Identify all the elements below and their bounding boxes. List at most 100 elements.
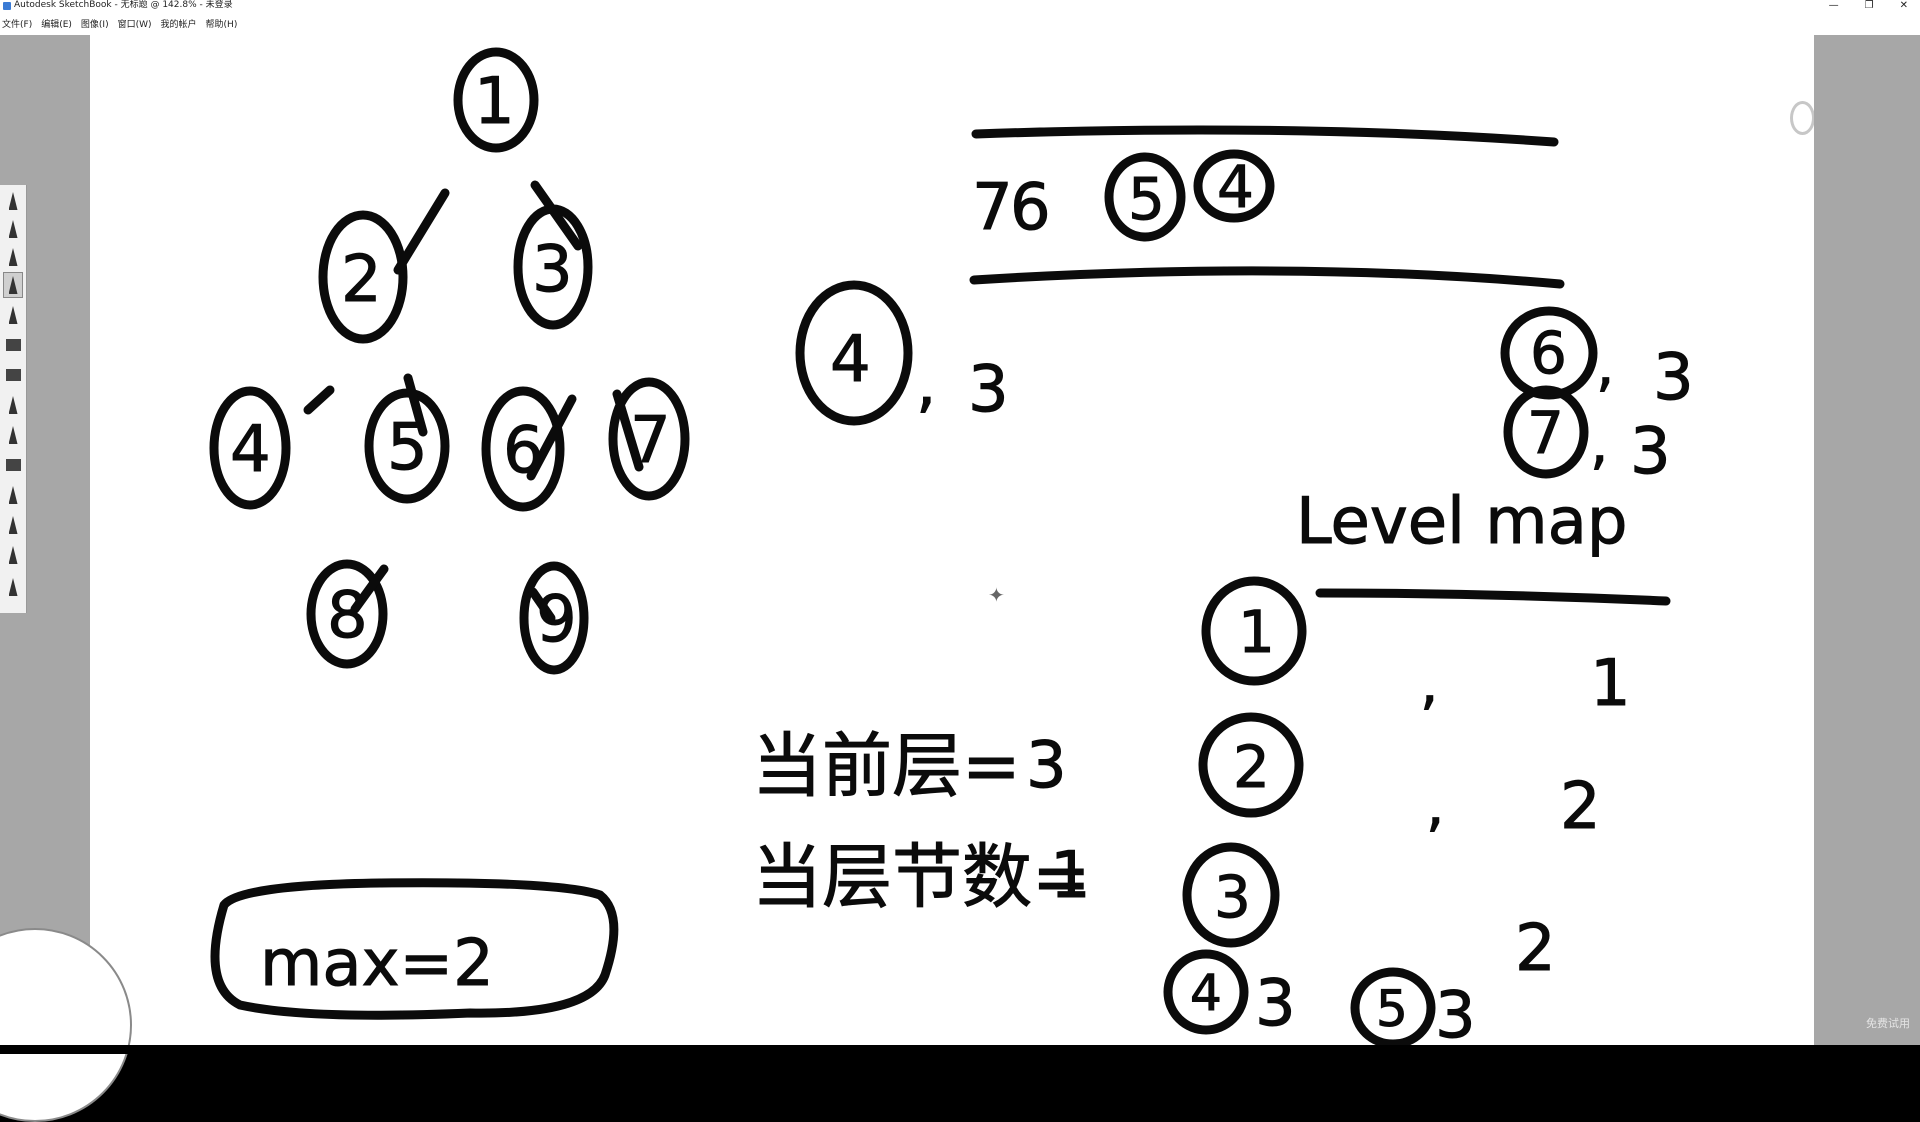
level-value-3: 2 xyxy=(1515,912,1556,986)
close-button[interactable]: ✕ xyxy=(1899,0,1908,11)
brush-tool-10[interactable] xyxy=(4,453,22,477)
level-circle-2 xyxy=(1198,712,1304,818)
node-circle-4 xyxy=(209,386,291,510)
brush-tool-13[interactable] xyxy=(4,543,22,567)
menu-account[interactable]: 我的帐户 xyxy=(160,20,197,30)
menu-help[interactable]: 帮助(H) xyxy=(205,20,238,30)
brush-tool-14[interactable] xyxy=(4,575,22,599)
pencil-icon xyxy=(8,192,18,210)
queue-item-4: 4 xyxy=(1217,153,1254,221)
entry-value-7: 3 xyxy=(1630,415,1671,489)
level-node-5: 5 xyxy=(1376,980,1408,1038)
paintbrush-icon xyxy=(8,396,18,414)
edge-1-2 xyxy=(393,188,450,275)
menu-image[interactable]: 图像(I) xyxy=(80,20,109,30)
drawing-canvas[interactable]: 1 2 3 4 5 6 7 8 9 7 6 5 4 4 , 3 xyxy=(90,35,1850,1045)
eraser-icon xyxy=(5,339,21,351)
edge-6-9 xyxy=(528,587,556,623)
node-label-6: 6 xyxy=(503,414,544,488)
level-node-1: 1 xyxy=(1238,598,1275,666)
brush-tool-8[interactable] xyxy=(4,393,22,417)
edge-2-5 xyxy=(403,373,428,437)
smudge-icon xyxy=(8,578,18,596)
level-value-4: 3 xyxy=(1255,967,1296,1041)
max-outline xyxy=(210,878,619,1020)
entry-value-6: 3 xyxy=(1653,341,1694,415)
brush-toolbar xyxy=(0,185,27,613)
minimize-button[interactable]: — xyxy=(1828,0,1839,11)
queue-item-5: 5 xyxy=(1128,165,1165,233)
level-map-underline xyxy=(1315,588,1671,606)
brush-tool-9[interactable] xyxy=(4,423,22,447)
calligraphy-icon xyxy=(8,486,18,504)
window-title: Autodesk SketchBook - 无标题 @ 142.8% - 未登录 xyxy=(14,0,233,10)
menu-file[interactable]: 文件(F) xyxy=(2,20,33,30)
entry-circle-6 xyxy=(1500,306,1598,400)
edge-3-6 xyxy=(526,394,577,481)
level-value-1: 1 xyxy=(1590,647,1631,721)
queue-circle-5 xyxy=(1104,152,1186,242)
entry-4-3: 4 , 3 xyxy=(795,280,1009,428)
binary-tree: 1 2 3 4 5 6 7 8 9 xyxy=(209,47,690,675)
entry-node-6: 6 xyxy=(1530,319,1567,387)
node-circle-1 xyxy=(453,47,539,153)
sketchbook-icon xyxy=(3,2,11,10)
max-box: max=2 xyxy=(210,878,619,1020)
level-node-3: 3 xyxy=(1214,863,1251,931)
level-circle-3 xyxy=(1182,842,1280,948)
menu-window[interactable]: 窗口(W) xyxy=(117,20,152,30)
entry-sep-7: , xyxy=(1590,409,1608,477)
title-bar: Autodesk SketchBook - 无标题 @ 142.8% - 未登录… xyxy=(0,0,1920,11)
current-level-label: 当前层= xyxy=(752,725,1021,807)
entry-circle-4 xyxy=(795,280,913,426)
edge-2-4 xyxy=(303,385,335,415)
smear-icon xyxy=(5,459,21,471)
node-label-8: 8 xyxy=(327,579,368,653)
brush-tool-4[interactable] xyxy=(3,272,23,298)
node-circle-6 xyxy=(481,386,565,512)
restore-button[interactable]: ❐ xyxy=(1864,0,1874,11)
max-label: max=2 xyxy=(260,927,494,1001)
ink-pen-icon xyxy=(8,516,18,534)
node-label-3: 3 xyxy=(532,233,573,307)
brush-tool-1[interactable] xyxy=(4,189,22,213)
level-sep-1: , xyxy=(1420,649,1438,717)
brush-tool-2[interactable] xyxy=(4,217,22,241)
current-count-value: 1 xyxy=(1050,839,1091,913)
left-panel xyxy=(0,35,90,1045)
entry-circle-7 xyxy=(1503,385,1589,479)
brush-tool-11[interactable] xyxy=(4,483,22,507)
edge-3-7 xyxy=(612,389,644,472)
menu-bar: 文件(F) 编辑(E) 图像(I) 窗口(W) 我的帐户 帮助(H) xyxy=(0,11,1920,35)
brush-tool-7[interactable] xyxy=(4,363,22,387)
window-controls: — ❐ ✕ xyxy=(1829,0,1908,11)
brush-tool-3[interactable] xyxy=(4,245,22,269)
current-count-label: 当层节数= xyxy=(752,836,1091,918)
queue-item-6: 6 xyxy=(1010,171,1051,245)
airbrush-icon xyxy=(8,306,18,324)
right-entries: 6 , 3 7 , 3 xyxy=(1500,306,1694,490)
node-label-9: 9 xyxy=(536,583,577,657)
node-circle-9 xyxy=(519,561,589,675)
entry-sep: , xyxy=(916,347,936,421)
pen-icon xyxy=(8,220,18,238)
menu-edit[interactable]: 编辑(E) xyxy=(41,20,72,30)
queue-drawing: 7 6 5 4 xyxy=(969,125,1565,289)
level-value-2: 2 xyxy=(1560,770,1601,844)
node-circle-7 xyxy=(608,377,690,501)
edge-5-8 xyxy=(350,564,389,614)
right-panel: 免费试用 xyxy=(1814,35,1920,1045)
entry-node-4: 4 xyxy=(830,323,871,397)
bottom-bar xyxy=(0,1045,1920,1054)
edge-1-3 xyxy=(530,180,583,251)
entry-node-7: 7 xyxy=(1527,399,1564,467)
brush-tool-5[interactable] xyxy=(4,303,22,327)
node-circle-2 xyxy=(318,210,408,344)
level-node-2: 2 xyxy=(1233,733,1270,801)
flat-brush-icon xyxy=(5,369,21,381)
entry-value-3: 3 xyxy=(968,353,1009,427)
level-map-title: Level map xyxy=(1296,485,1627,559)
brush-tool-6[interactable] xyxy=(4,333,22,357)
node-label-5: 5 xyxy=(387,411,428,485)
brush-tool-12[interactable] xyxy=(4,513,22,537)
